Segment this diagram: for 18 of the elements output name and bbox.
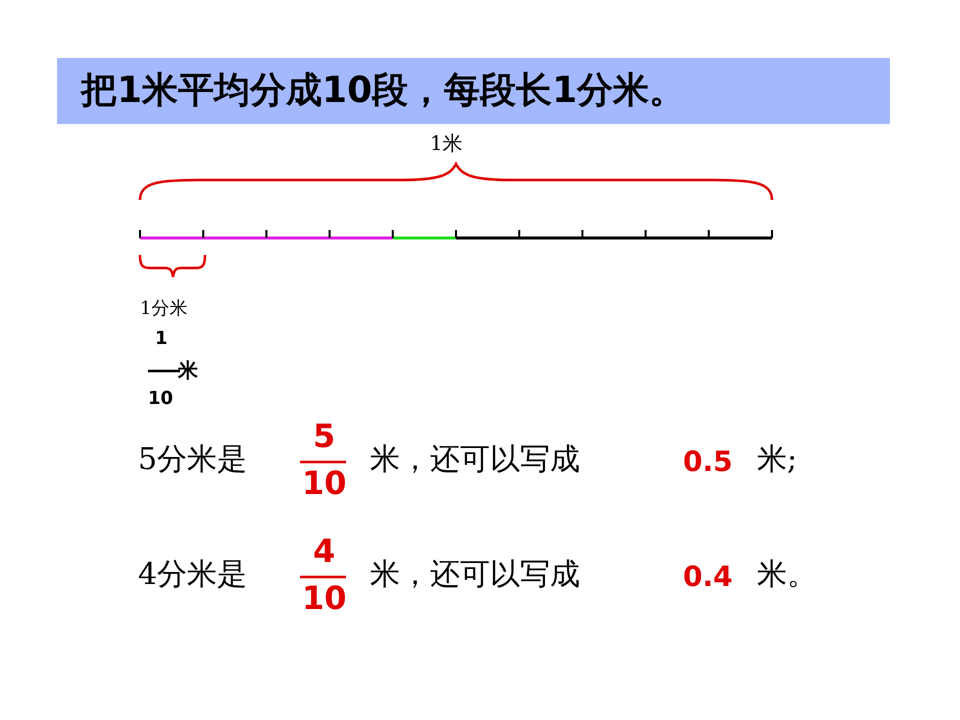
- title-banner: 把1米平均分成10段，每段长1分米。: [57, 58, 890, 124]
- decimal-answer: 0.5: [683, 448, 733, 476]
- sentence-text: 4分米是: [138, 560, 248, 590]
- fraction-numerator: 4: [313, 535, 336, 567]
- unit-label: 米: [178, 360, 198, 380]
- sentence-text: 米，还可以写成: [370, 445, 580, 475]
- sentence-text: 米。: [757, 560, 817, 590]
- fraction-denominator: 10: [148, 390, 174, 408]
- fraction-denominator: 10: [302, 467, 347, 499]
- measure-label: 1米: [430, 133, 463, 153]
- fraction-denominator: 10: [302, 582, 347, 614]
- fraction-numerator: 1: [155, 330, 168, 348]
- sentence-text: 5分米是: [138, 445, 248, 475]
- sentence-text: 米;: [757, 445, 798, 475]
- measure-label: 1分米: [140, 300, 188, 318]
- decimal-answer: 0.4: [683, 563, 733, 591]
- sentence-text: 米，还可以写成: [370, 560, 580, 590]
- fraction-numerator: 5: [313, 420, 336, 452]
